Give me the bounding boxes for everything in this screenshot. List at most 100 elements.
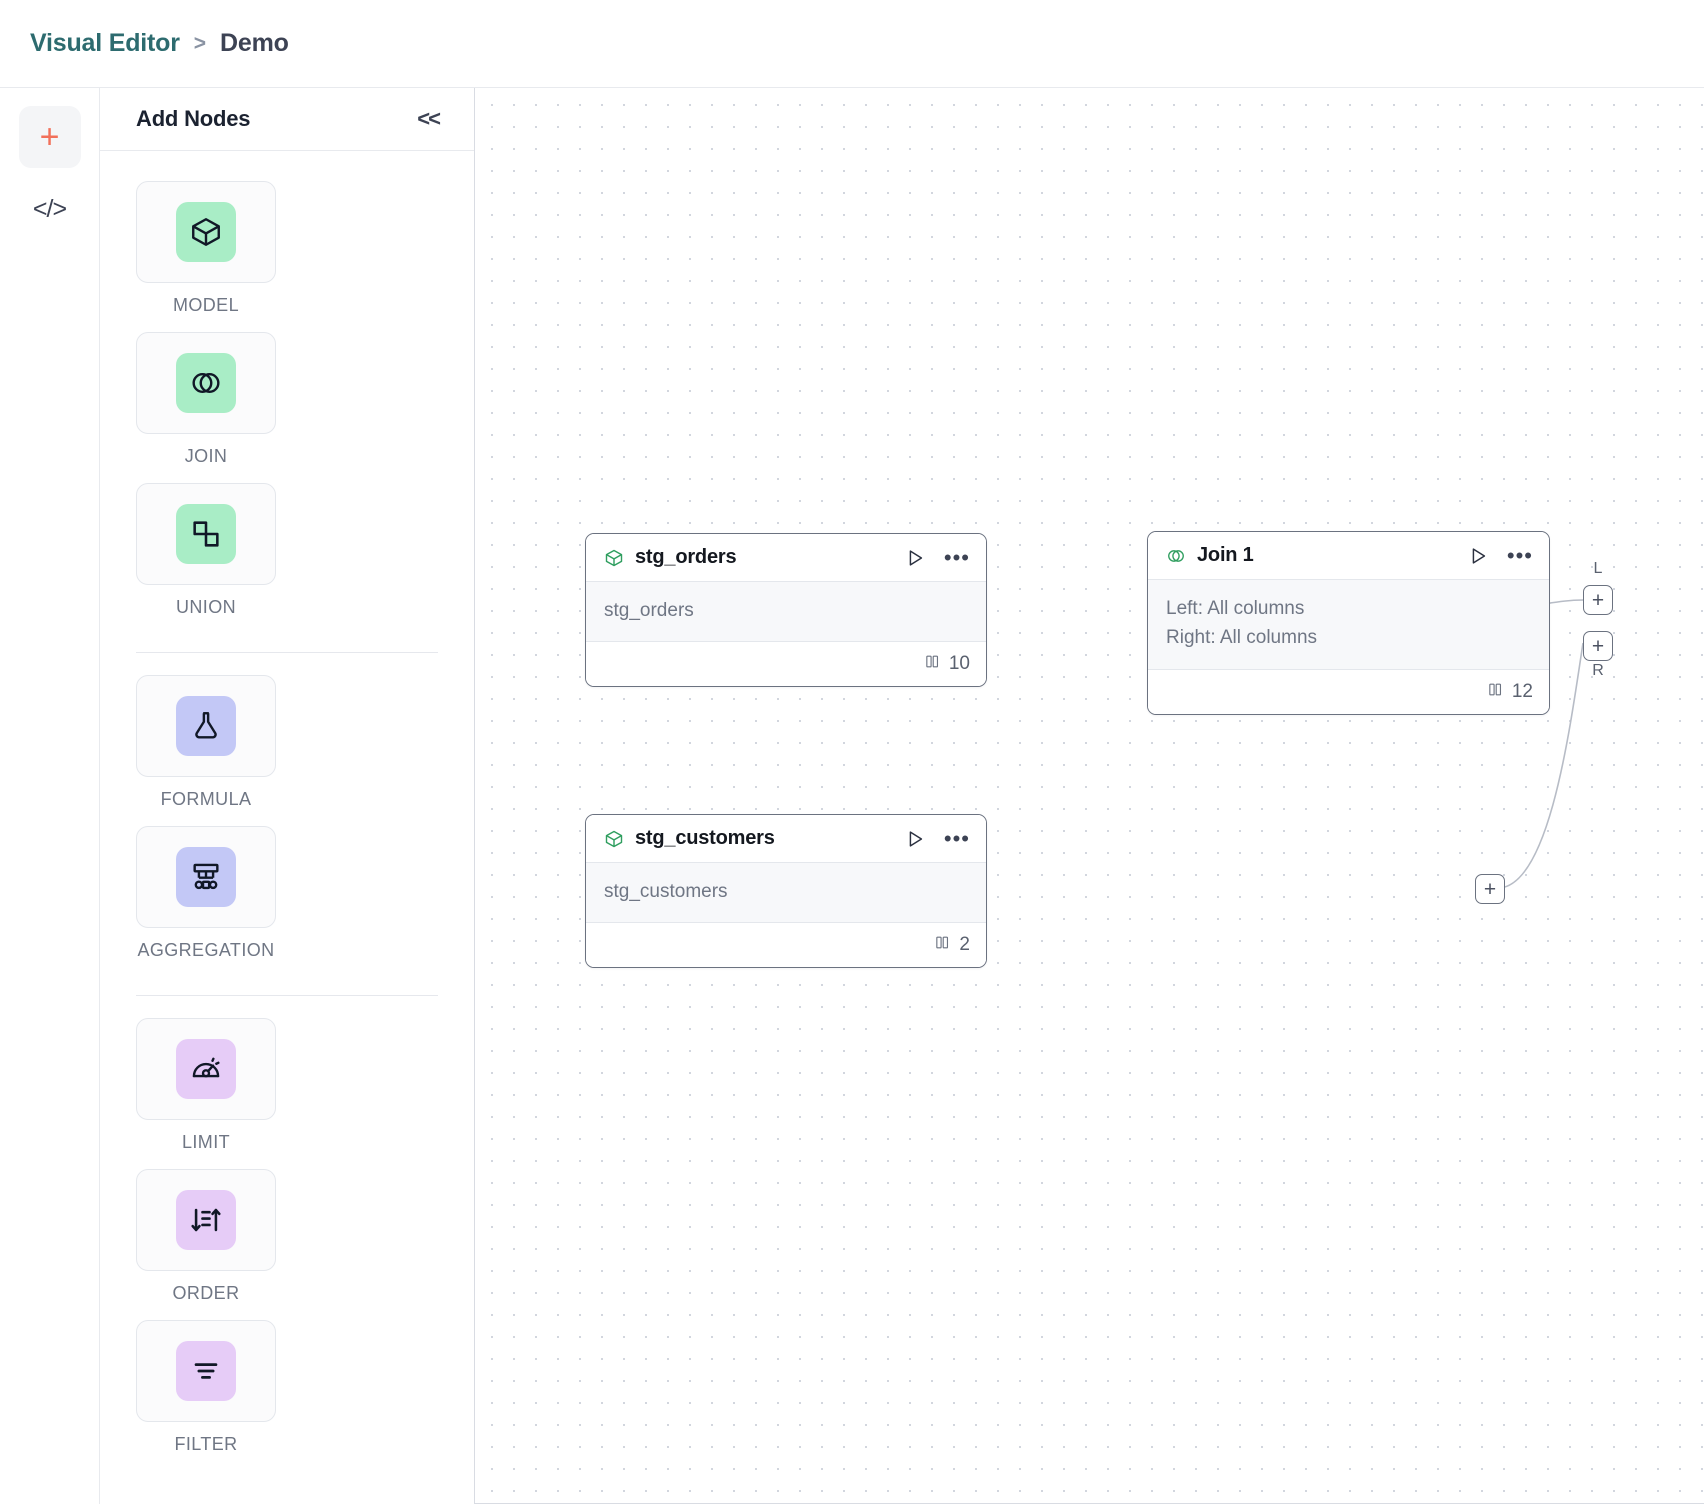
handle-label-right: R xyxy=(1592,662,1604,679)
panel-title: Add Nodes xyxy=(136,106,251,131)
palette-item-join[interactable]: JOIN xyxy=(136,332,276,467)
add-nodes-header: Add Nodes << xyxy=(100,88,474,151)
flow-node-join-1[interactable]: Join 1 ••• Left: All columns Right: All … xyxy=(1147,531,1550,715)
breadcrumb-separator: > xyxy=(193,31,207,55)
palette-tile[interactable] xyxy=(136,1018,276,1120)
palette-tile[interactable] xyxy=(136,332,276,434)
columns-icon xyxy=(1487,681,1504,703)
flow-node-stg-customers[interactable]: stg_customers ••• stg_customers xyxy=(585,814,987,969)
plus-icon: + xyxy=(1591,634,1605,658)
gauge-icon xyxy=(176,1039,236,1099)
flow-node-stg-orders[interactable]: stg_orders ••• stg_orders xyxy=(585,533,987,688)
palette-group-row-ops: LIMIT ORDER xyxy=(136,1018,438,1471)
node-body: stg_customers xyxy=(586,863,986,924)
palette-item-limit[interactable]: LIMIT xyxy=(136,1018,276,1153)
handle-customers-output[interactable]: + xyxy=(1475,874,1505,904)
palette-item-label: UNION xyxy=(176,597,236,617)
palette-item-label: ORDER xyxy=(172,1283,240,1303)
union-shapes-icon xyxy=(176,504,236,564)
node-footer: 10 xyxy=(586,642,986,687)
column-count-value: 2 xyxy=(959,934,970,956)
node-palette: MODEL JOIN xyxy=(100,151,474,1471)
node-title: stg_customers xyxy=(635,827,775,849)
flow-edges xyxy=(1499,599,1584,889)
node-body: Left: All columns Right: All columns xyxy=(1148,580,1549,670)
play-icon[interactable] xyxy=(904,828,926,850)
canvas-column: stg_orders ••• stg_orders xyxy=(475,88,1704,1504)
node-body-line: stg_orders xyxy=(604,600,694,621)
handle-label-left: L xyxy=(1593,560,1603,577)
node-header: stg_customers ••• xyxy=(586,815,986,863)
cube-icon xyxy=(176,202,236,262)
add-nodes-panel: Add Nodes << MODEL xyxy=(100,88,475,1504)
hierarchy-icon xyxy=(176,847,236,907)
ellipsis-icon[interactable]: ••• xyxy=(1506,542,1533,568)
breadcrumb-current: Demo xyxy=(220,29,289,57)
palette-item-formula[interactable]: FORMULA xyxy=(136,675,276,810)
palette-item-label: FILTER xyxy=(174,1434,238,1454)
code-view-rail-button[interactable]: </> xyxy=(19,178,81,240)
palette-tile[interactable] xyxy=(136,1320,276,1422)
column-count: 10 xyxy=(924,653,970,675)
column-count: 12 xyxy=(1487,681,1533,703)
plus-icon: + xyxy=(1483,877,1497,901)
venn-icon xyxy=(176,353,236,413)
palette-tile[interactable] xyxy=(136,1169,276,1271)
node-body: stg_orders xyxy=(586,582,986,643)
palette-item-label: LIMIT xyxy=(181,1132,230,1152)
columns-icon xyxy=(934,934,951,956)
palette-tile[interactable] xyxy=(136,181,276,283)
palette-divider xyxy=(136,995,438,996)
node-title: Join 1 xyxy=(1197,544,1254,566)
palette-divider xyxy=(136,652,438,653)
handle-join-right-input[interactable]: + xyxy=(1583,631,1613,661)
flow-canvas[interactable]: stg_orders ••• stg_orders xyxy=(475,88,1704,1504)
palette-item-order[interactable]: ORDER xyxy=(136,1169,276,1304)
palette-tile[interactable] xyxy=(136,675,276,777)
palette-tile[interactable] xyxy=(136,483,276,585)
palette-item-union[interactable]: UNION xyxy=(136,483,276,618)
node-header: Join 1 ••• xyxy=(1148,532,1549,580)
cube-icon xyxy=(604,548,624,568)
collapse-panel-button[interactable]: << xyxy=(417,106,441,131)
palette-item-aggregation[interactable]: AGGREGATION xyxy=(136,826,276,961)
venn-icon xyxy=(1166,546,1186,566)
node-body-line: stg_customers xyxy=(604,881,728,902)
palette-item-model[interactable]: MODEL xyxy=(136,181,276,316)
node-footer: 2 xyxy=(586,923,986,968)
column-count-value: 10 xyxy=(948,653,970,675)
plus-icon: + xyxy=(39,118,60,156)
ellipsis-icon[interactable]: ••• xyxy=(943,825,970,851)
node-footer: 12 xyxy=(1148,669,1549,714)
columns-icon xyxy=(924,653,941,675)
node-body-line: Right: All columns xyxy=(1166,627,1318,649)
filter-lines-icon xyxy=(176,1341,236,1401)
flask-icon xyxy=(176,696,236,756)
cube-icon xyxy=(604,829,624,849)
node-title: stg_orders xyxy=(635,546,737,568)
column-count-value: 12 xyxy=(1511,680,1533,702)
palette-item-label: MODEL xyxy=(172,295,239,315)
plus-icon: + xyxy=(1591,588,1605,612)
ellipsis-icon[interactable]: ••• xyxy=(943,544,970,570)
palette-item-label: AGGREGATION xyxy=(137,940,275,960)
node-header: stg_orders ••• xyxy=(586,534,986,582)
left-rail: + </> xyxy=(0,88,100,1504)
breadcrumb-root[interactable]: Visual Editor xyxy=(30,29,180,57)
column-count: 2 xyxy=(934,934,970,956)
sort-icon xyxy=(176,1190,236,1250)
palette-item-filter[interactable]: FILTER xyxy=(136,1320,276,1455)
palette-item-label: FORMULA xyxy=(160,789,252,809)
handle-join-left-input[interactable]: + xyxy=(1583,585,1613,615)
node-body-line: Left: All columns xyxy=(1166,598,1305,619)
palette-item-label: JOIN xyxy=(184,446,228,466)
play-icon[interactable] xyxy=(904,547,926,569)
palette-group-sources: MODEL JOIN xyxy=(136,181,438,634)
palette-group-transforms: FORMULA AGGREGATION xyxy=(136,675,438,977)
add-node-rail-button[interactable]: + xyxy=(18,106,81,168)
palette-tile[interactable] xyxy=(136,826,276,928)
code-icon: </> xyxy=(32,194,67,223)
workspace: + </> Add Nodes << xyxy=(0,88,1704,1504)
play-icon[interactable] xyxy=(1467,545,1489,567)
app-header: Visual Editor > Demo xyxy=(0,0,1704,88)
